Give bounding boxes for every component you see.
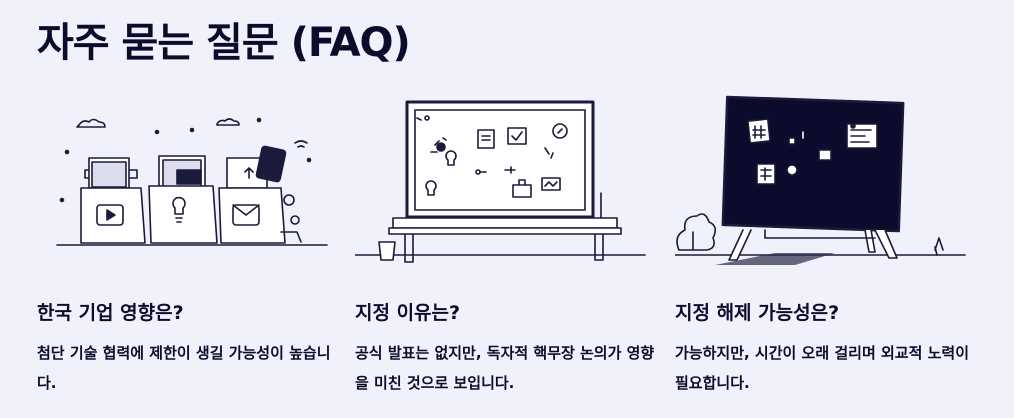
faq-card-3: 지정 해제 가능성은? 가능하지만, 시간이 오래 걸리며 외교적 노력이 필요…: [675, 90, 995, 392]
faq-card-1: 한국 기업 영향은? 첨단 기술 협력에 제한이 생길 가능성이 높습니다.: [37, 90, 357, 392]
whiteboard-icon: [355, 100, 646, 263]
faq-question: 지정 이유는?: [355, 302, 461, 324]
page-title: 자주 묻는 질문 (FAQ): [37, 20, 411, 66]
faq-answer: 첨단 기술 협력에 제한이 생길 가능성이 높습니다.: [37, 344, 331, 392]
faq-question: 지정 해제 가능성은?: [675, 302, 840, 324]
faq-answer: 공식 발표는 없지만, 독자적 핵무장 논의가 영향을 미친 것으로 보입니다.: [355, 344, 655, 392]
folders-icon: [56, 117, 328, 246]
blackboard-icon: [675, 95, 966, 265]
faq-question: 한국 기업 영향은?: [37, 302, 184, 324]
faq-card-2: 지정 이유는? 공식 발표는 없지만, 독자적 핵무장 논의가 영향을 미친 것…: [355, 90, 675, 392]
faq-answer: 가능하지만, 시간이 오래 걸리며 외교적 노력이 필요합니다.: [675, 344, 970, 392]
